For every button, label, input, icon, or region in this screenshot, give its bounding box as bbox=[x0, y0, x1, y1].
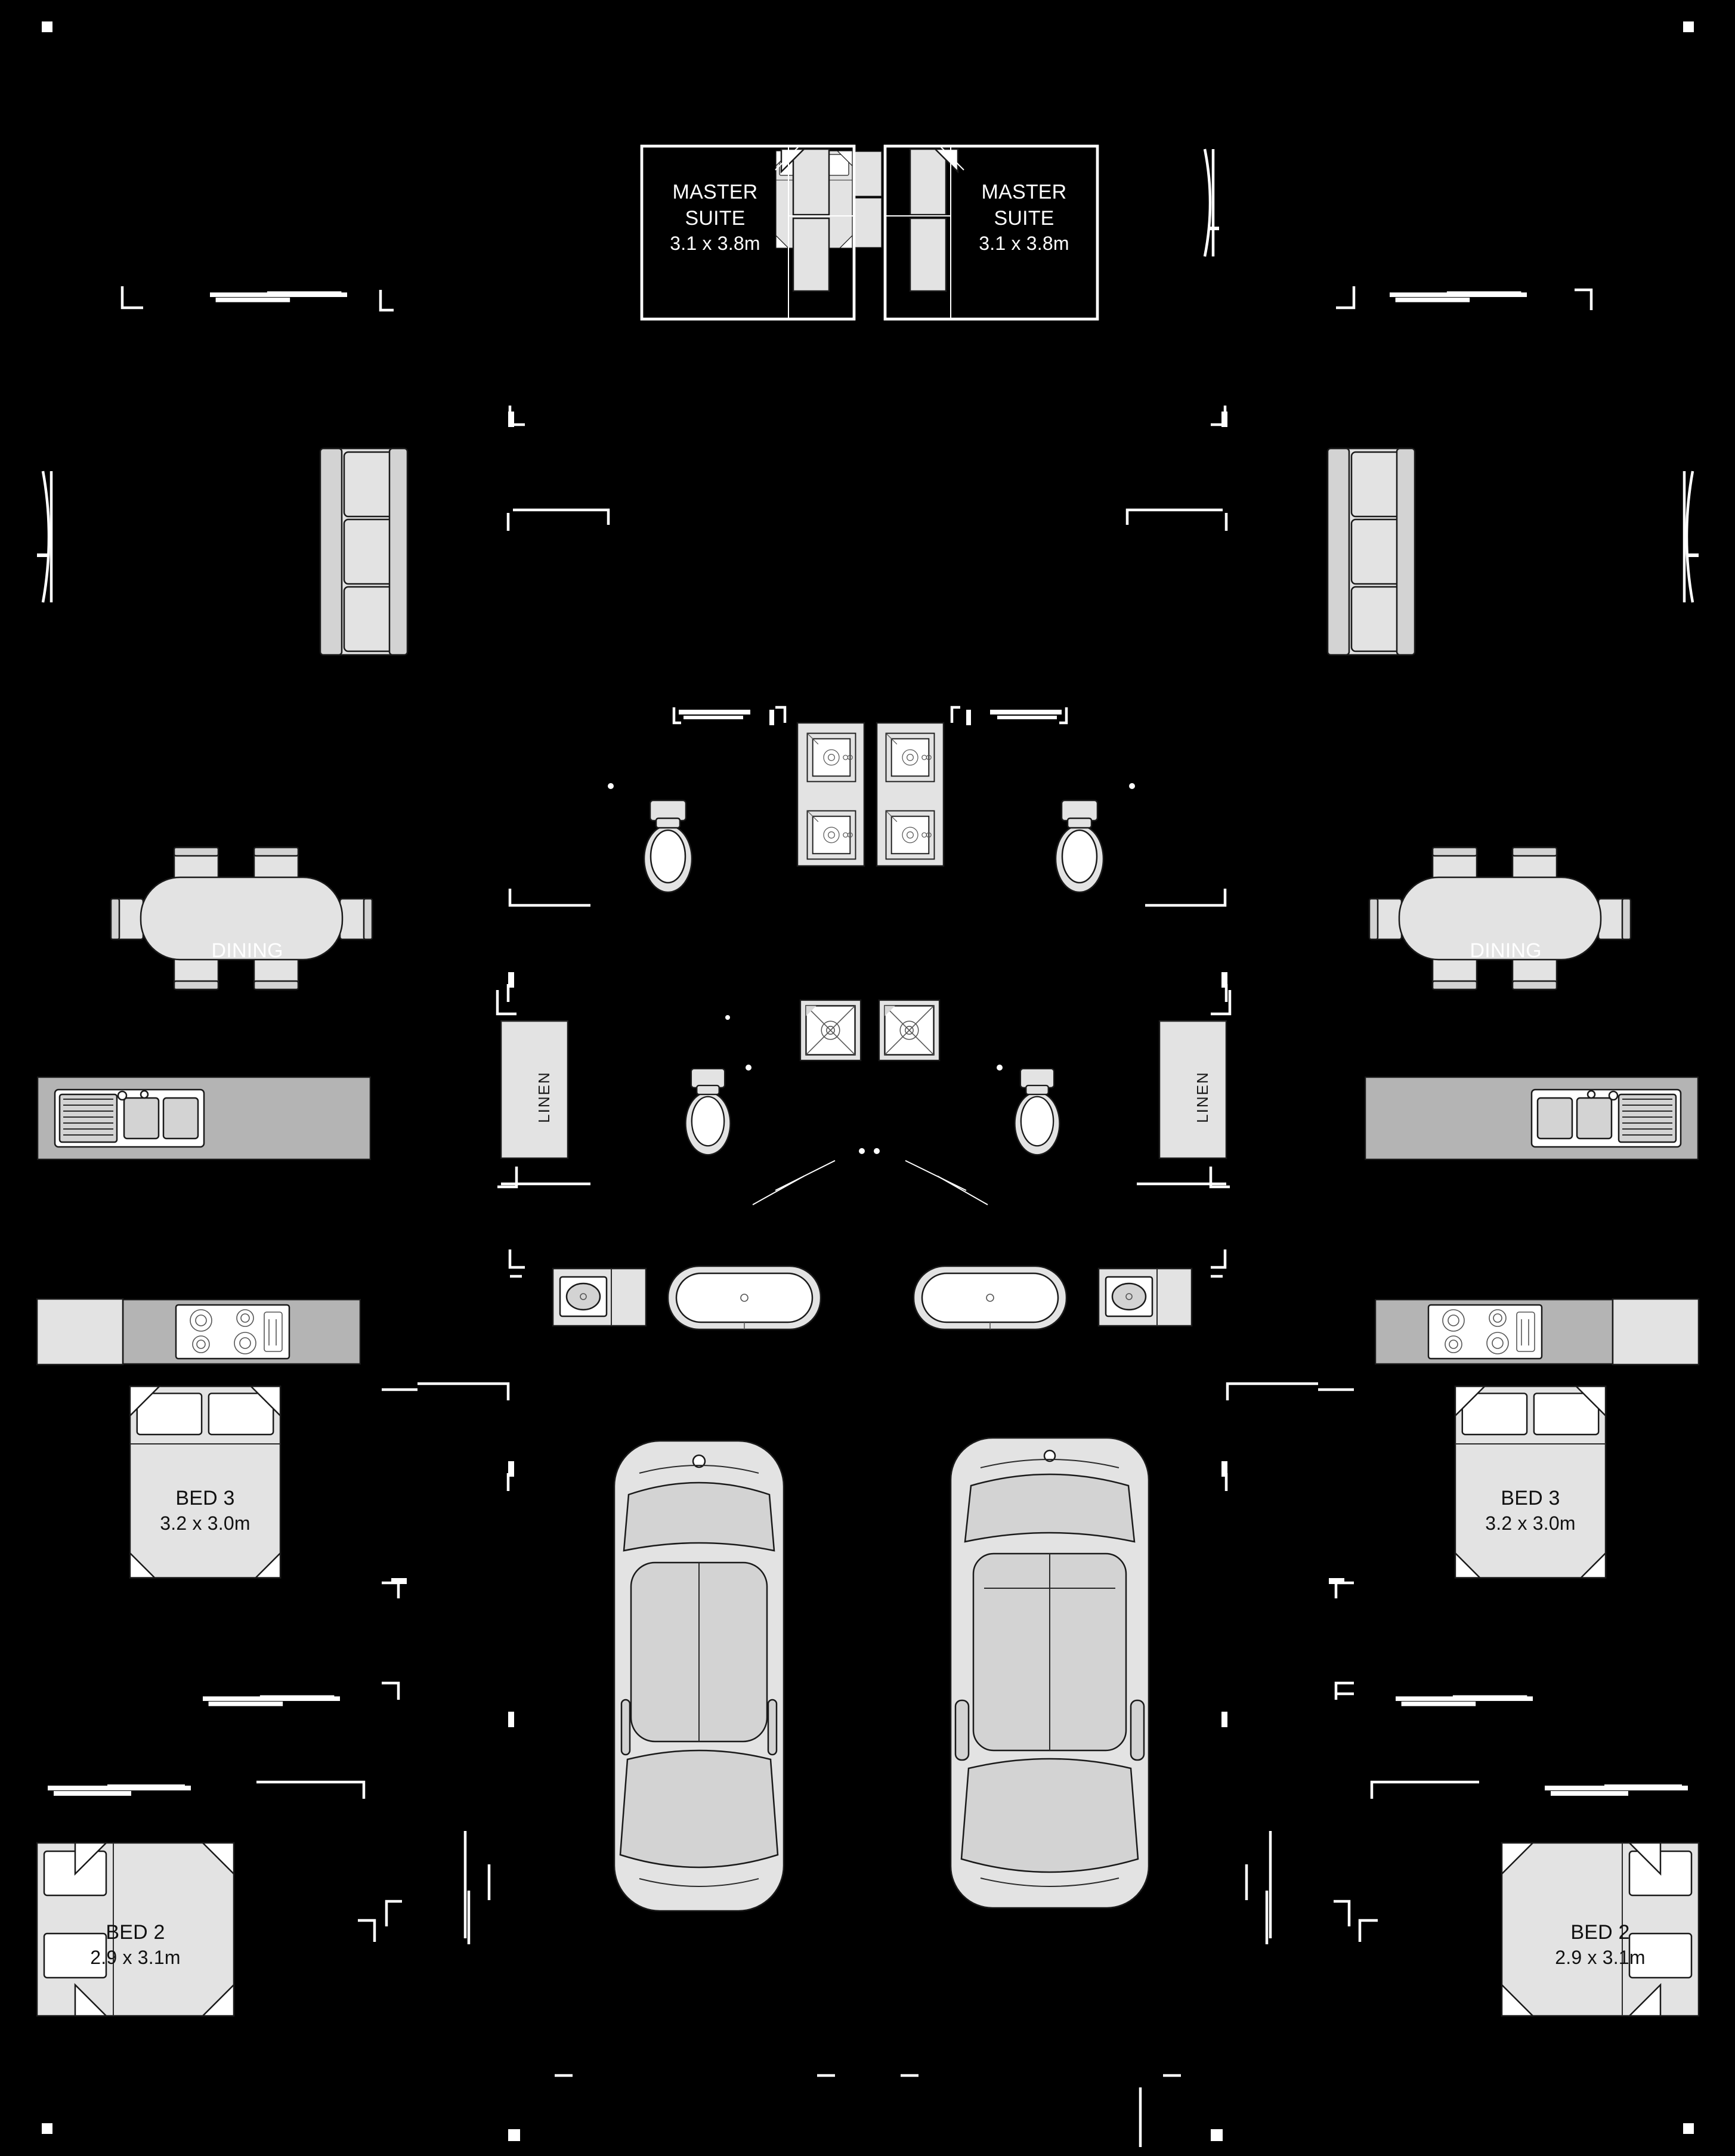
sofa-right bbox=[1326, 447, 1416, 656]
kitchen-sink-bench-left bbox=[37, 1077, 371, 1160]
living-walls bbox=[37, 471, 1699, 603]
bath-zone-walls bbox=[417, 1249, 1318, 1400]
bathtub-left bbox=[667, 1265, 822, 1331]
shower-column-left bbox=[796, 722, 865, 867]
bed-bed2-right bbox=[1501, 1842, 1700, 2017]
car-left bbox=[613, 1440, 785, 1912]
linen-walls bbox=[496, 990, 1232, 1189]
shower-lower-right bbox=[878, 999, 941, 1062]
bed-bed2-left bbox=[36, 1842, 235, 2017]
sofa-left bbox=[319, 447, 409, 656]
shower-lower-left bbox=[799, 999, 862, 1062]
lower-openings bbox=[48, 1681, 1688, 1799]
wall-stubs bbox=[358, 513, 1378, 2147]
car-right bbox=[950, 1437, 1150, 1909]
vanity-left bbox=[552, 1267, 647, 1327]
top-right-sliding-door bbox=[1336, 286, 1593, 310]
living-corner-ticks bbox=[508, 406, 1227, 907]
bed-bed3-left bbox=[129, 1385, 282, 1579]
toilet-ensuite-right bbox=[1054, 799, 1105, 893]
master-suite-internal bbox=[775, 146, 964, 319]
vanity-right bbox=[1097, 1267, 1193, 1327]
toilet-ensuite-left bbox=[643, 799, 693, 893]
toilet-bath-left bbox=[685, 1068, 731, 1156]
small-ticks bbox=[391, 412, 1344, 1727]
cooktop-bench-left bbox=[122, 1299, 361, 1365]
master-suite-left-bed bbox=[780, 148, 830, 292]
kitchen-sink-bench-right bbox=[1365, 1077, 1699, 1160]
master-suite-right-bed bbox=[909, 148, 959, 292]
corner-marks bbox=[42, 21, 1694, 2141]
cooktop-side-benches bbox=[36, 1298, 1700, 1366]
linen-left-cupboard bbox=[500, 1020, 569, 1159]
shower-column-right bbox=[876, 722, 945, 867]
top-centre-wall bbox=[1203, 149, 1219, 257]
top-left-sliding-door bbox=[120, 286, 394, 312]
bathtub-right bbox=[913, 1265, 1068, 1331]
linen-right-cupboard bbox=[1158, 1020, 1227, 1159]
centre-splay-walls bbox=[752, 1160, 988, 1205]
fixture-dots bbox=[608, 783, 1135, 1154]
toilet-bath-right bbox=[1014, 1068, 1060, 1156]
cooktop-bench-right bbox=[1375, 1299, 1613, 1365]
bathroom-top-rails bbox=[672, 706, 1068, 725]
bed-bed3-right bbox=[1454, 1385, 1607, 1579]
